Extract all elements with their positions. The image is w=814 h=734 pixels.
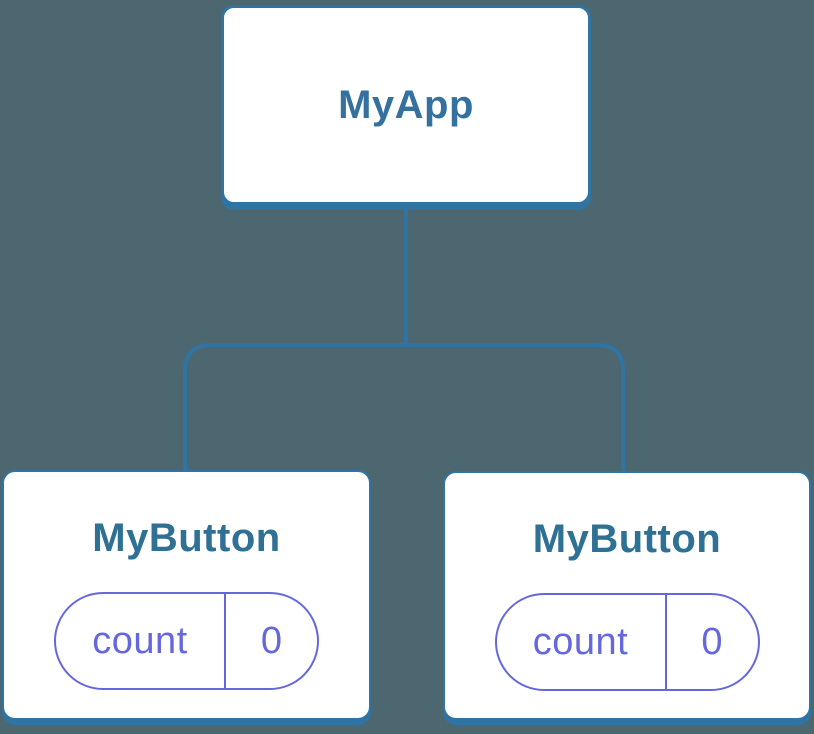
state-pill-right: count 0 — [494, 593, 760, 691]
state-value-right: 0 — [701, 620, 723, 663]
node-mybutton-right: MyButton count 0 — [443, 471, 811, 720]
state-key-left: count — [56, 594, 226, 688]
node-title-mybutton-right: MyButton — [532, 517, 722, 561]
node-title-mybutton-left: MyButton — [92, 516, 281, 560]
node-title-myapp: MyApp — [338, 83, 474, 127]
node-myapp: MyApp — [221, 5, 591, 205]
state-key-right: count — [497, 595, 667, 689]
state-pill-left: count 0 — [54, 592, 319, 690]
state-value-left: 0 — [260, 619, 283, 662]
connector-branch — [183, 343, 625, 478]
node-mybutton-left: MyButton count 0 — [2, 470, 371, 720]
